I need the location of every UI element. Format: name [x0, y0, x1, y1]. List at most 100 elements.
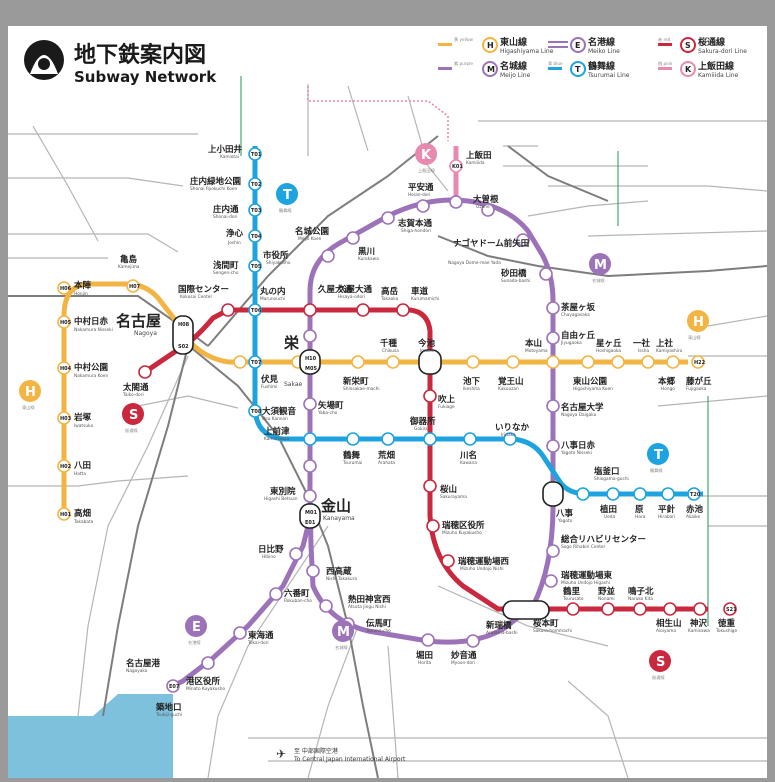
badge-meijo-south: M 名城線 [332, 620, 354, 651]
station-marker [248, 355, 262, 369]
legend: 黄 yellow H 東山線 Higashiyama Line 紫 purple… [438, 36, 747, 79]
station-marker [663, 602, 677, 616]
station-roman: Shiogama-guchi [594, 476, 629, 482]
station-roman: Mizuho Undojo Higashi [561, 580, 610, 586]
station-marker [248, 303, 262, 317]
station-marker [546, 544, 560, 558]
station-label: 名古屋港 [126, 658, 161, 669]
station-marker [546, 331, 560, 345]
station-marker [546, 399, 560, 413]
station-marker [319, 599, 333, 613]
station-label: 伝馬町 [366, 618, 392, 629]
legend-jp: 名城線 [500, 60, 527, 72]
station-roman: Kamiiida [466, 160, 485, 166]
station-label: 浄心 [226, 228, 244, 239]
station-marker [386, 355, 400, 369]
station-label: 川名 [459, 450, 477, 461]
badge-jp: 東山線 [22, 404, 35, 411]
station-marker [321, 249, 335, 263]
station-label: 八事日赤 [560, 440, 596, 451]
station-roman: Shinsakae-machi [343, 386, 380, 392]
station-marker [248, 404, 262, 418]
station-codes: T01 T02 T03 T04 T05 T06 T07 T08 H01 H02 … [60, 152, 737, 690]
airport-note: ✈ 至 中部国際空港 To Central Japan Internationa… [276, 747, 406, 763]
station-label: 平針 [658, 504, 676, 515]
legend-code: K [685, 65, 692, 74]
airplane-icon: ✈ [276, 747, 286, 761]
hub-marker [502, 600, 550, 620]
station-roman: Sakura-hommachi [533, 628, 572, 634]
station-marker [303, 303, 317, 317]
station-roman: Meijo Koen [298, 236, 322, 242]
station-label: 大曽根 [473, 194, 499, 205]
station-label: 東山公園 [573, 376, 607, 387]
badge-letter: M [337, 625, 350, 640]
station-marker [581, 355, 595, 369]
station-label: 中村日赤 [74, 316, 109, 327]
station-marker [126, 279, 140, 293]
station-roman: Hongo [661, 386, 675, 392]
station-label: 市役所 [263, 250, 289, 261]
station-marker [539, 267, 553, 281]
badge-letter: E [192, 620, 201, 635]
station-marker [57, 507, 71, 521]
code-tag: H05 [60, 320, 72, 326]
station-marker [346, 432, 360, 446]
station-roman: Yaba-cho [317, 410, 338, 416]
station-roman: Marunouchi [260, 296, 285, 302]
station-roman: Naruko Kita [628, 596, 653, 602]
station-roman: Hatta [74, 471, 86, 477]
badge-higashiyama-east: H 東山線 [687, 310, 709, 341]
jr-lines [8, 135, 767, 778]
station-label: 徳重 [717, 618, 736, 629]
subway-logo-icon [24, 40, 64, 80]
code-tag: T03 [251, 208, 262, 214]
station-roman: Honjin [74, 291, 88, 297]
station-roman: Akaike [686, 514, 701, 520]
station-roman: Ikeshita [463, 386, 480, 392]
badge-letter: S [129, 408, 138, 423]
station-roman: Kokusai Center [180, 294, 212, 300]
hub-marker [299, 503, 321, 529]
code-tag: T04 [251, 234, 262, 240]
code-tag: H03 [60, 416, 72, 422]
station-marker [306, 564, 320, 578]
station-label: 赤池 [686, 504, 704, 515]
station-marker [463, 432, 477, 446]
badge-kamiiida: K 上飯田線 [415, 143, 437, 174]
legend-item-tsurumai: 青 blue T 鶴舞線 Tsurumai Line [548, 60, 630, 79]
higashiyama-line [61, 281, 688, 516]
badge-jp: 鶴舞線 [279, 207, 292, 214]
station-roman: Irinaka [501, 432, 516, 438]
station-roman: Higashi Betsuin [264, 496, 298, 502]
station-marker [546, 355, 560, 369]
legend-en: Meiko Line [588, 48, 620, 55]
station-roman: Iwatsuka [74, 423, 93, 429]
station-roman: Fujigaoka [686, 386, 707, 392]
badge-letter: H [693, 315, 704, 330]
station-roman: Takabata [73, 519, 94, 525]
station-marker [289, 547, 303, 561]
meijo-line [307, 197, 556, 645]
station-label-kanayama: 金山 [320, 497, 351, 515]
badge-jp: 名港線 [188, 639, 201, 646]
code-tag: M01 [305, 510, 317, 516]
station-marker [633, 602, 647, 616]
station-roman: Chayagasaka [561, 312, 590, 318]
hub-rings [172, 315, 564, 620]
code-tag: S02 [178, 344, 189, 350]
station-label: 名古屋大学 [561, 402, 604, 413]
station-label: 高岳 [381, 286, 399, 297]
station-roman: Taiko-dori [122, 392, 144, 398]
station-roman: Aratama-bashi [486, 630, 518, 636]
badge-letter: H [25, 385, 36, 400]
title-block: 地下鉄案内図 Subway Network [24, 40, 217, 86]
station-marker [138, 365, 152, 379]
station-roman: Fushimi [261, 384, 278, 390]
station-marker [351, 355, 365, 369]
station-roman: Imaike [420, 348, 435, 354]
pink-dotted-line [307, 86, 449, 141]
station-roman: Nishi Takakura [326, 576, 357, 582]
legend-jp: 鶴舞線 [588, 60, 615, 72]
station-marker [516, 233, 530, 247]
